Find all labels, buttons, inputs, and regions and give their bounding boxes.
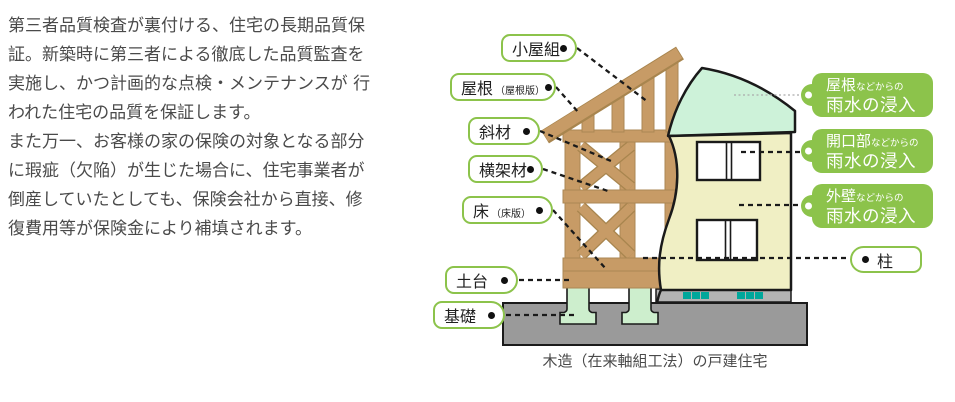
intro-paragraph-2: また万一、お客様の家の保険の対象となる部分 に瑕疵（欠陥）が生じた場合に、住宅事… <box>8 132 365 239</box>
label-dodai: 土台 <box>445 266 518 294</box>
label-shazai: 斜材 <box>468 117 540 145</box>
bullet-dot <box>560 44 568 52</box>
label-subtext: （床版） <box>491 209 532 220</box>
badge-keyword: 開口部 <box>826 132 872 150</box>
bullet-dot <box>488 311 495 319</box>
badge-roof-rainwater: 屋根などからの 雨水の浸入 <box>801 73 933 117</box>
house-illustration <box>502 46 849 346</box>
badge-bump <box>801 84 823 106</box>
badge-bump <box>801 195 823 217</box>
label-text: 屋根 <box>461 79 494 98</box>
vents <box>683 292 763 299</box>
label-text: 土台 <box>456 272 489 291</box>
badge-suffix: などからの <box>871 138 919 149</box>
window-upper <box>695 140 762 182</box>
badge-wall-rainwater: 外壁などからの 雨水の浸入 <box>801 184 933 228</box>
bullet-dot <box>527 165 535 173</box>
leader-lines <box>506 47 849 317</box>
upper-brace <box>577 141 635 192</box>
label-yuka: 床（床版） <box>462 196 553 224</box>
badge-white-dot <box>805 202 812 210</box>
badge-keyword: 外壁 <box>826 187 857 205</box>
bullet-dot <box>545 83 553 91</box>
label-yane: 屋根（屋根版） <box>450 73 556 101</box>
rafter <box>541 46 684 144</box>
label-kiso: 基礎 <box>433 301 505 329</box>
house-diagram: 小屋組 屋根（屋根版） 斜材 横架材 床（床版） 土台 基礎 <box>430 0 955 402</box>
bullet-dot <box>523 127 530 135</box>
wall-cut-line <box>655 289 663 304</box>
label-text: 小屋組 <box>512 40 561 59</box>
badge-bump <box>801 140 823 162</box>
label-text: 基礎 <box>444 307 477 326</box>
badge-line2: 雨水の浸入 <box>826 152 916 172</box>
label-subtext: （屋根版） <box>495 86 546 97</box>
badge-keyword: 屋根 <box>826 76 857 94</box>
diagram-caption: 木造（在来軸組工法）の戸建住宅 <box>542 352 768 370</box>
foundation-pier-right <box>621 286 659 325</box>
mid-horizontal-beam <box>562 189 678 204</box>
badge-line2: 雨水の浸入 <box>826 207 916 227</box>
label-hashira: 柱 <box>850 246 922 273</box>
label-text: 床 <box>473 202 490 221</box>
badge-opening-rainwater: 開口部などからの 雨水の浸入 <box>801 129 933 173</box>
label-koyagumi: 小屋組 <box>501 34 577 62</box>
finished-roof <box>666 66 797 138</box>
badge-suffix: などからの <box>856 82 904 93</box>
label-okazai: 横架材 <box>468 155 543 183</box>
bullet-dot <box>862 256 869 263</box>
label-text: 柱 <box>877 251 894 271</box>
label-text: 横架材 <box>479 161 528 180</box>
intro-text: 第三者品質検査が裏付ける、住宅の長期品質保 証。新築時に第三者による徹底した品質… <box>8 12 428 244</box>
badge-suffix: などからの <box>856 193 904 204</box>
intro-paragraph-1: 第三者品質検査が裏付ける、住宅の長期品質保 証。新築時に第三者による徹底した品質… <box>8 16 371 123</box>
bullet-dot <box>501 276 508 284</box>
label-text: 斜材 <box>479 123 512 142</box>
badge-line2: 雨水の浸入 <box>826 96 916 116</box>
lower-brace <box>576 202 636 260</box>
window-lower <box>695 218 759 262</box>
bullet-dot <box>536 206 543 214</box>
badge-white-dot <box>805 91 812 99</box>
badge-white-dot <box>805 147 812 155</box>
